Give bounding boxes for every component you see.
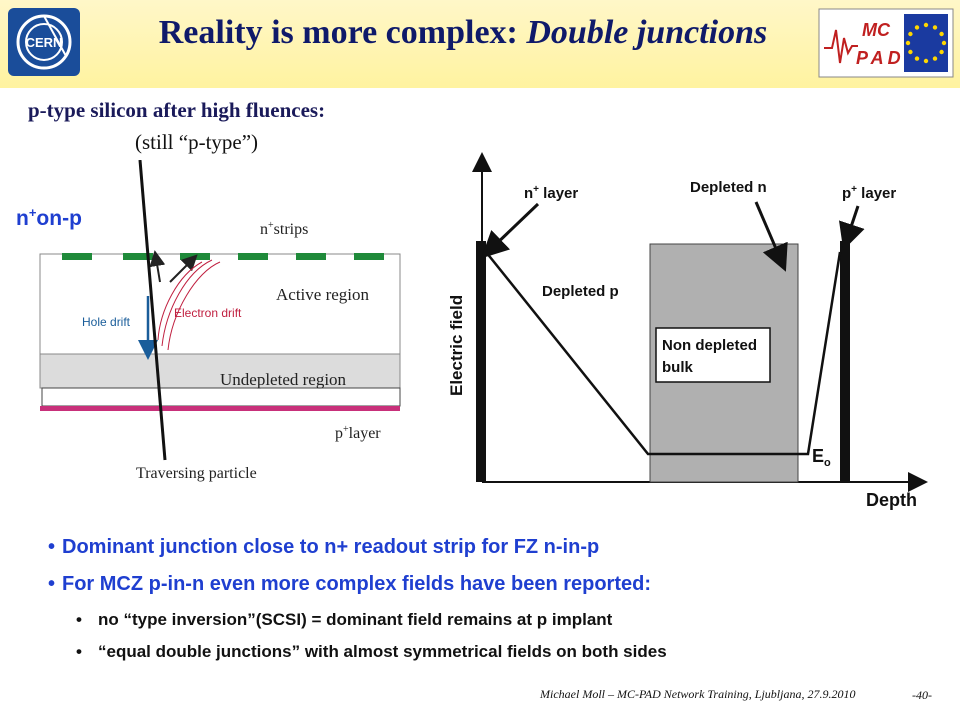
sub-bullet-item: • “equal double junctions” with almost sy…: [76, 642, 948, 662]
cern-logo-text: CERN: [26, 35, 63, 50]
bullet-item: • Dominant junction close to n+ readout s…: [48, 536, 948, 559]
e0-label: Eo: [812, 446, 831, 469]
undepleted-lower-box: [41, 387, 401, 407]
eu-star: [914, 56, 920, 61]
p-layer-arrow: [838, 205, 865, 251]
p-layer-label: p+ layer: [842, 184, 896, 202]
sub-bullet-text: “equal double junctions” with almost sym…: [98, 642, 667, 661]
bullet-dot-icon: •: [48, 536, 56, 558]
eu-star: [914, 25, 920, 30]
n-layer-arrow: [481, 202, 540, 259]
subtitle-line2: (still “p-type”): [135, 130, 259, 154]
depleted-n-arrow: [754, 201, 788, 272]
n-layer-label: n+ layer: [524, 184, 578, 202]
page-title-italic: Double junctions: [526, 14, 768, 51]
eu-star: [932, 56, 938, 61]
electron-drift-label: Electron drift: [174, 306, 242, 320]
non-depleted-label-box: [655, 327, 771, 383]
footer-credit: Michael Moll – MC-PAD Network Training, …: [540, 687, 856, 701]
undepleted-region-label: Undepleted region: [220, 370, 347, 389]
bullet-item: • For MCZ p-in-n even more complex fields…: [48, 573, 948, 596]
drift-arrow-up: [149, 250, 166, 283]
eu-star: [941, 40, 947, 46]
page-number: -40-: [912, 688, 932, 702]
eu-star: [905, 40, 911, 46]
n-on-p-pre: n: [16, 207, 29, 230]
bullet-text: Dominant junction close to n+ readout st…: [62, 536, 600, 558]
n-strip: [354, 253, 384, 260]
n-strip: [296, 253, 326, 260]
mcpad-logo-bottom: PAD: [856, 48, 905, 68]
active-region-box: [39, 253, 401, 355]
eu-star: [908, 49, 913, 55]
traversing-particle-label: Traversing particle: [136, 465, 257, 482]
p-layer-label: p+layer: [335, 424, 381, 442]
non-depleted-label-line2: bulk: [662, 359, 693, 376]
bullet-text: For MCZ p-in-n even more complex fields …: [62, 573, 651, 595]
drift-arrow-diag: [169, 254, 198, 283]
eu-star: [932, 25, 938, 30]
electron-path: [161, 259, 213, 347]
n-on-p-label: n+on-p: [16, 205, 82, 231]
bullet-list: • Dominant junction close to n+ readout s…: [48, 536, 948, 674]
y-axis-label: Electric field: [447, 295, 466, 396]
sub-bullet-item: • no “type inversion”(SCSI) = dominant fi…: [76, 610, 948, 630]
eu-star: [908, 31, 913, 37]
n-on-p-post: on-p: [36, 207, 82, 230]
hole-drift-label: Hole drift: [82, 315, 131, 329]
sensor-cross-section: n+strips Active region Hole drift Electr…: [39, 160, 401, 482]
header-bar: [0, 0, 960, 88]
bullet-dot-icon: •: [48, 573, 56, 595]
x-axis-label: Depth: [866, 490, 917, 510]
eu-star: [923, 58, 929, 64]
strips-label: n+strips: [260, 220, 308, 238]
n-on-p-sup: +: [28, 205, 37, 220]
depleted-n-label: Depleted n: [690, 179, 767, 196]
p-layer-bar: [840, 241, 850, 482]
undepleted-region-box: [39, 353, 401, 389]
eu-star: [939, 49, 944, 55]
sub-bullet-dot-icon: •: [76, 610, 82, 629]
n-strip: [123, 253, 153, 260]
page-title-main: Reality is more complex:: [158, 14, 527, 51]
cern-logo: CERN: [8, 8, 80, 76]
n-strip: [180, 253, 210, 260]
eu-stars-icon: [905, 22, 947, 64]
mcpad-logo-top: MC: [862, 20, 891, 40]
n-strip: [62, 253, 92, 260]
traversing-particle-line: [138, 160, 167, 461]
page-title: Reality is more complex: Double junction…: [118, 14, 808, 52]
sub-bullet-dot-icon: •: [76, 642, 82, 661]
mcpad-logo: MC PAD: [818, 8, 954, 78]
eu-star: [939, 31, 944, 37]
n-strip: [238, 253, 268, 260]
electric-field-plot: Electric field Depth Eo n+ layer Deplete…: [438, 148, 938, 520]
n-layer-bar: [476, 241, 486, 482]
sub-bullet-text: no “type inversion”(SCSI) = dominant fie…: [98, 610, 613, 629]
subtitle-line1: p-type silicon after high fluences:: [28, 98, 326, 122]
non-depleted-label-line1: Non depleted: [662, 337, 757, 354]
depleted-p-label: Depleted p: [542, 283, 619, 300]
eu-star: [923, 22, 929, 28]
electron-path: [167, 261, 221, 351]
p-layer-strip: [40, 406, 400, 411]
electron-path: [157, 261, 203, 341]
active-region-label: Active region: [276, 285, 369, 304]
